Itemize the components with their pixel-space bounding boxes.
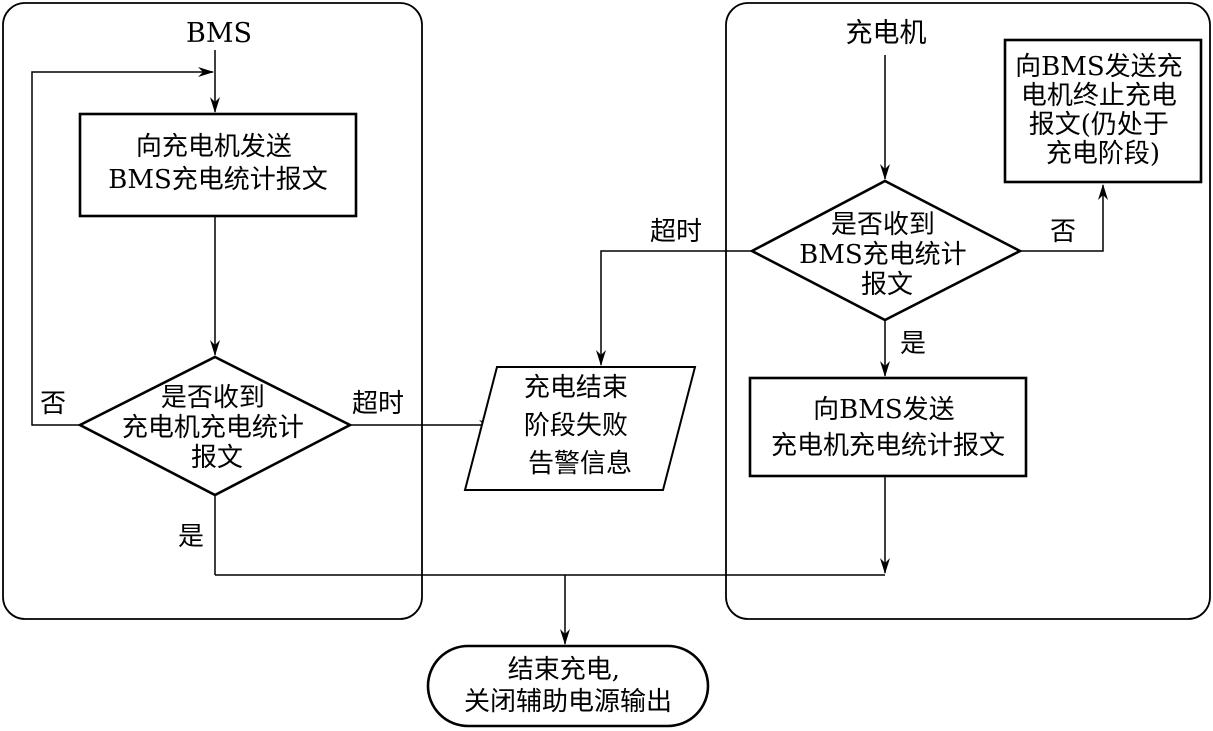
charger-no-label: 否 (1050, 217, 1076, 247)
bms-decision-diamond (77, 355, 353, 497)
charger-timeout-label: 超时 (650, 217, 702, 247)
connector-charger-timeout (596, 250, 752, 366)
charger-decision-label: 是否收到 BMS充电统计 报文 (799, 210, 975, 300)
charger-send-label: 向BMS发送 充电机充电统计报文 (771, 395, 1005, 461)
charger-decision-diamond (749, 179, 1023, 322)
bms-send-label: 向充电机发送 BMS充电统计报文 (108, 132, 328, 195)
connector-charger-no (1020, 184, 1108, 252)
bms-lane-title: BMS (186, 18, 252, 49)
end-label: 结束充电, 关闭辅助电源输出 (464, 655, 672, 717)
charger-terminate-box (1003, 38, 1203, 184)
bms-no-label: 否 (40, 389, 66, 419)
connector-bms-no-loop (31, 67, 214, 426)
charger-lane-title: 充电机 (846, 18, 927, 49)
bms-lane (2, 2, 423, 620)
bms-decision-label: 是否收到 充电机充电统计 报文 (122, 383, 312, 473)
bms-yes-label: 是 (178, 522, 204, 552)
charger-lane (725, 2, 1211, 620)
alarm-label: 充电结束 阶段失败 告警信息 (524, 373, 636, 479)
charger-send-box (748, 376, 1028, 478)
bms-send-box (78, 112, 358, 218)
bms-timeout-label: 超时 (352, 389, 404, 419)
end-terminator (426, 644, 710, 728)
alarm-parallelogram (463, 366, 697, 491)
charger-terminate-label: 向BMS发送充 电机终止充电 报文(仍处于 充电阶段) (1015, 52, 1191, 169)
charger-yes-label: 是 (900, 329, 926, 359)
